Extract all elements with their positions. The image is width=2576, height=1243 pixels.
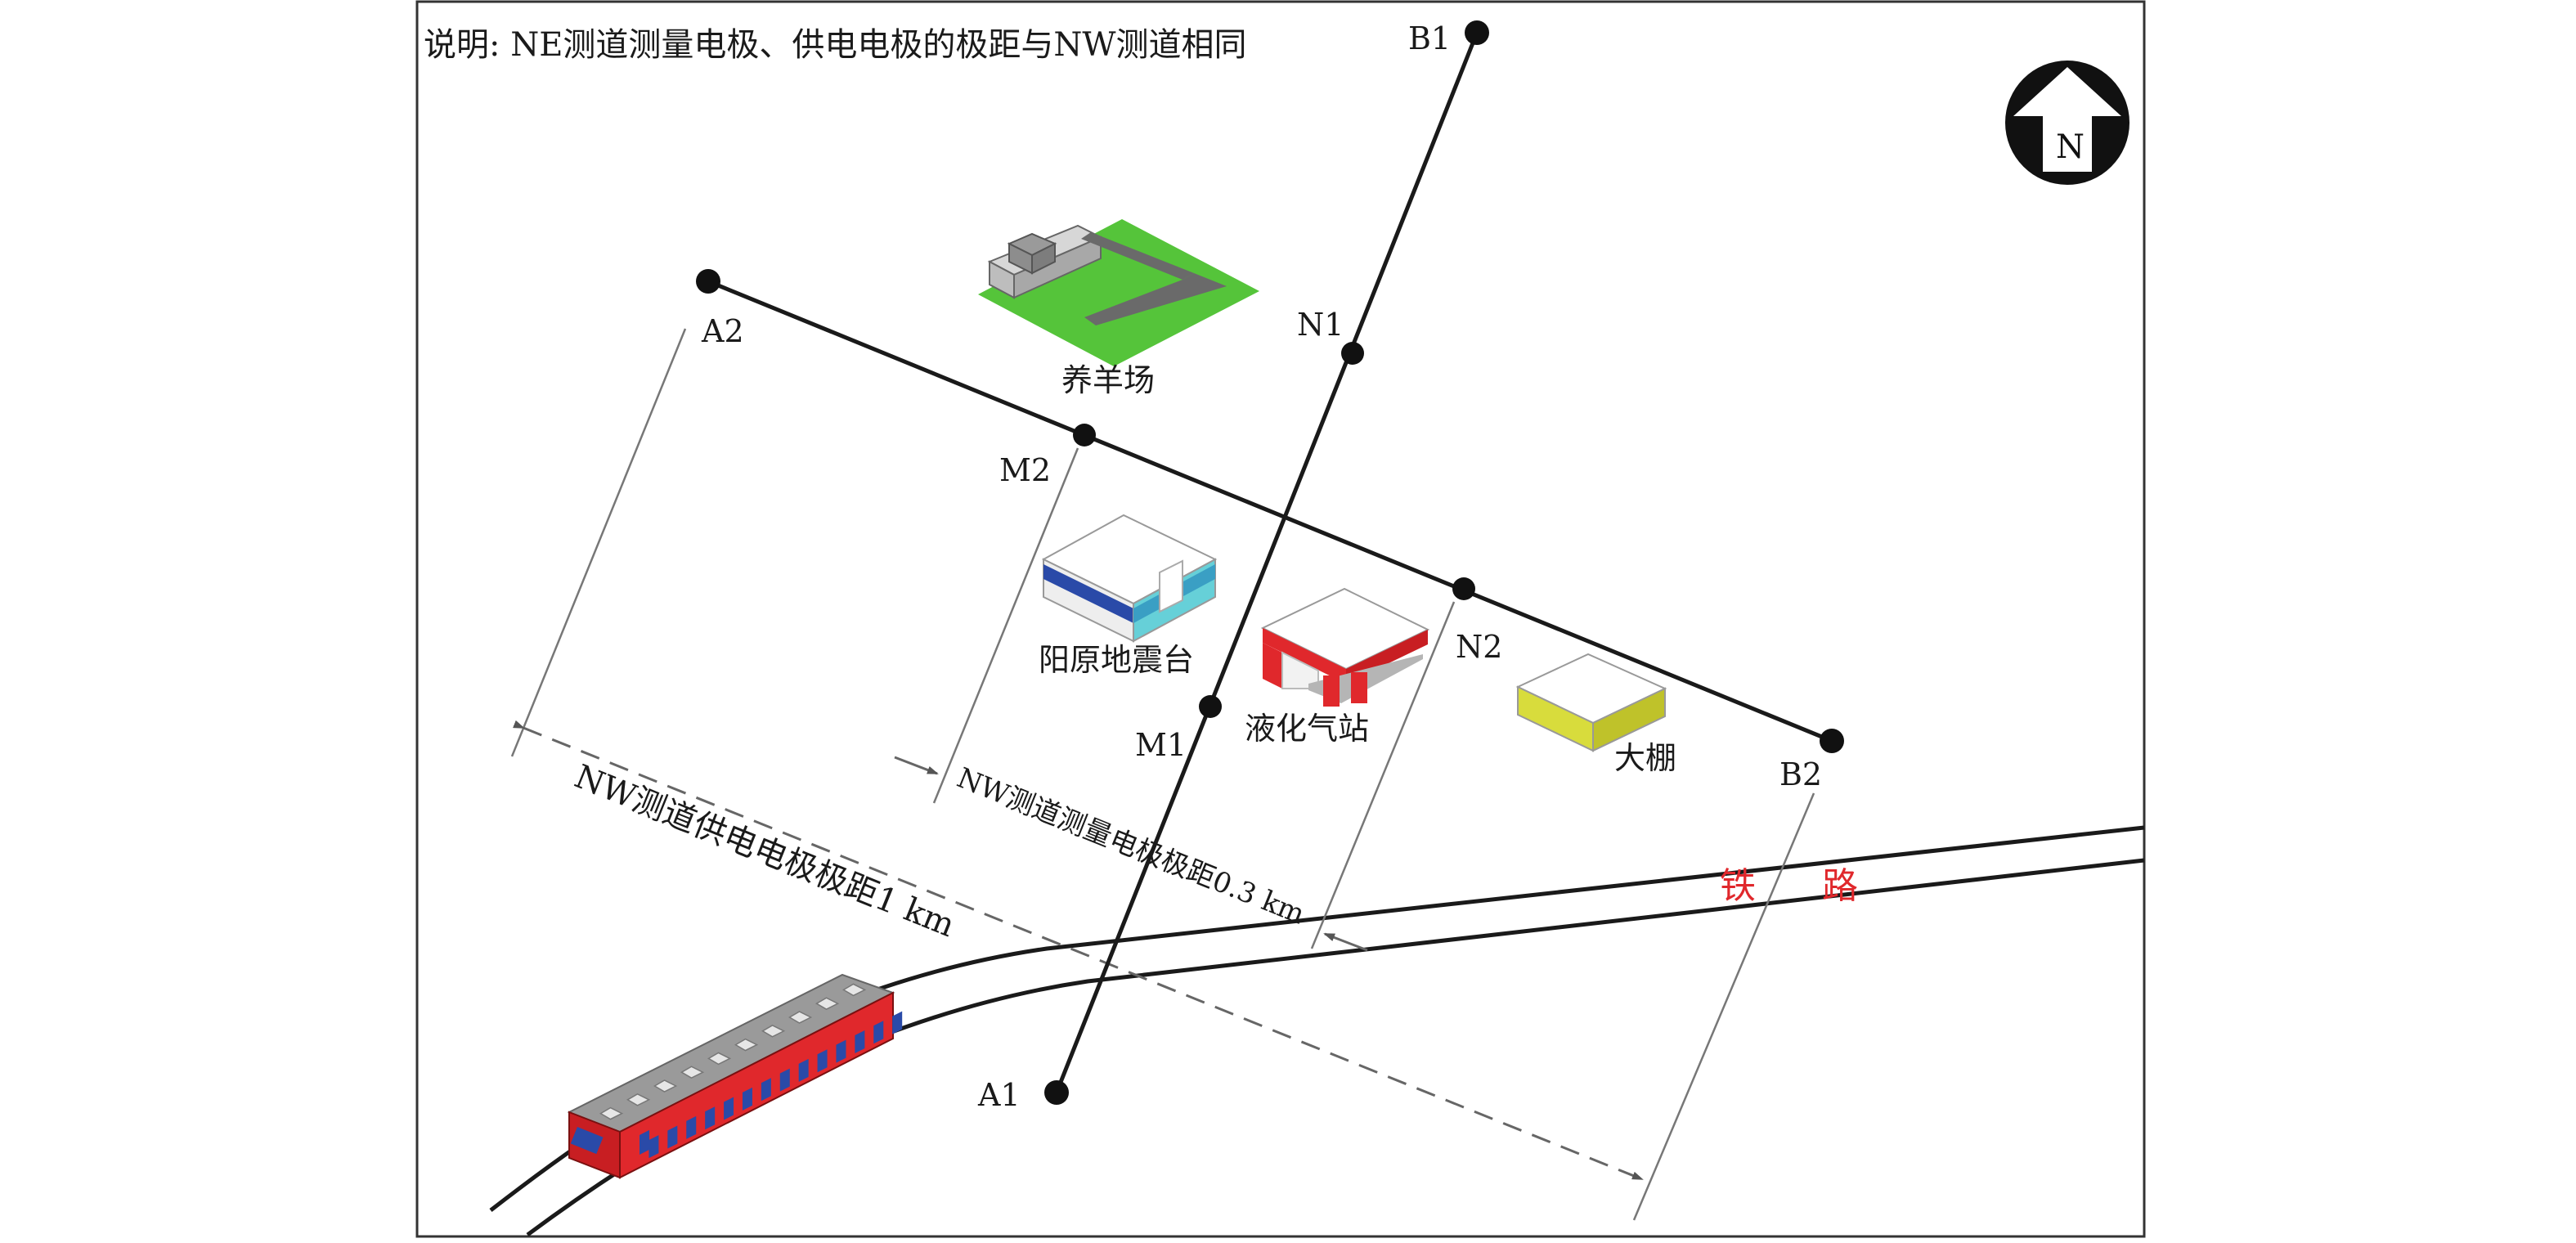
nw-survey-line: [707, 279, 1833, 743]
sheep-farm-icon: [978, 219, 1259, 366]
electrode-a2: [696, 269, 720, 294]
electrode-n1: [1341, 342, 1364, 365]
greenhouse-label: 大棚: [1614, 740, 1676, 776]
electrode-b1: [1465, 20, 1489, 45]
train-window: [648, 1135, 659, 1159]
train-window: [742, 1087, 752, 1111]
electrode-label-n2: N2: [1456, 629, 1502, 665]
measure-spacing-arrow-right: [1323, 932, 1368, 952]
train-roof-vent: [626, 1093, 651, 1106]
seismic-station-label: 阳原地震台: [1039, 642, 1194, 678]
train-roof-vent: [788, 1011, 813, 1024]
train-window: [798, 1058, 809, 1082]
electrode-n2: [1452, 577, 1475, 600]
train-roof-vent: [734, 1038, 759, 1052]
train-window: [836, 1039, 846, 1063]
electrode-m1: [1199, 695, 1222, 718]
electrode-label-n1: N1: [1297, 307, 1344, 343]
train-window: [892, 1011, 903, 1034]
supply-spacing-arrow: [513, 720, 1644, 1181]
electrode-label-m2: M2: [999, 452, 1051, 488]
train-roof-vent: [815, 997, 840, 1011]
electrode-a1: [1044, 1080, 1069, 1105]
train-roof-vent: [707, 1052, 732, 1066]
measure-spacing-arrow-left: [894, 756, 939, 775]
electrode-m2: [1073, 424, 1096, 446]
train-roof-vent: [761, 1024, 786, 1038]
train-roof-vent: [680, 1066, 705, 1079]
electrode-label-b2: B2: [1779, 756, 1822, 792]
train-window: [817, 1049, 828, 1073]
sheep-farm-label: 养羊场: [1061, 362, 1155, 398]
train-roof-vent: [842, 983, 867, 997]
railway-label-left: 铁: [1720, 865, 1756, 907]
lpg-station-label: 液化气站: [1245, 711, 1369, 747]
electrodes: [696, 20, 1844, 1105]
greenhouse-icon: [1515, 653, 1667, 752]
electrode-label-a2: A2: [701, 313, 744, 349]
diagram-note: 说明: NE测道测量电极、供电电极的极距与NW测道相同: [424, 26, 1247, 64]
ne-survey-line: [1054, 32, 1479, 1093]
electrode-label-m1: M1: [1135, 727, 1187, 763]
electrode-label-b1: B1: [1408, 20, 1451, 56]
train-icon: [567, 973, 903, 1179]
railway-label-right: 路: [1822, 865, 1858, 907]
train-window: [705, 1106, 716, 1130]
electrode-b2: [1820, 729, 1844, 753]
seismic-station-icon: [1041, 514, 1218, 643]
train-window: [667, 1125, 678, 1149]
train-window: [855, 1030, 865, 1053]
train-window: [761, 1078, 771, 1102]
train-roof-vent: [653, 1079, 678, 1093]
train-window: [724, 1097, 734, 1120]
electrode-label-a1: A1: [977, 1077, 1021, 1113]
train-window: [779, 1068, 790, 1092]
train-window: [873, 1021, 884, 1044]
train-window: [686, 1115, 697, 1139]
north-arrow-icon: N: [2005, 61, 2129, 185]
north-label: N: [2056, 128, 2085, 166]
train-roof-vent: [599, 1106, 624, 1120]
lpg-station-icon: [1260, 587, 1430, 707]
